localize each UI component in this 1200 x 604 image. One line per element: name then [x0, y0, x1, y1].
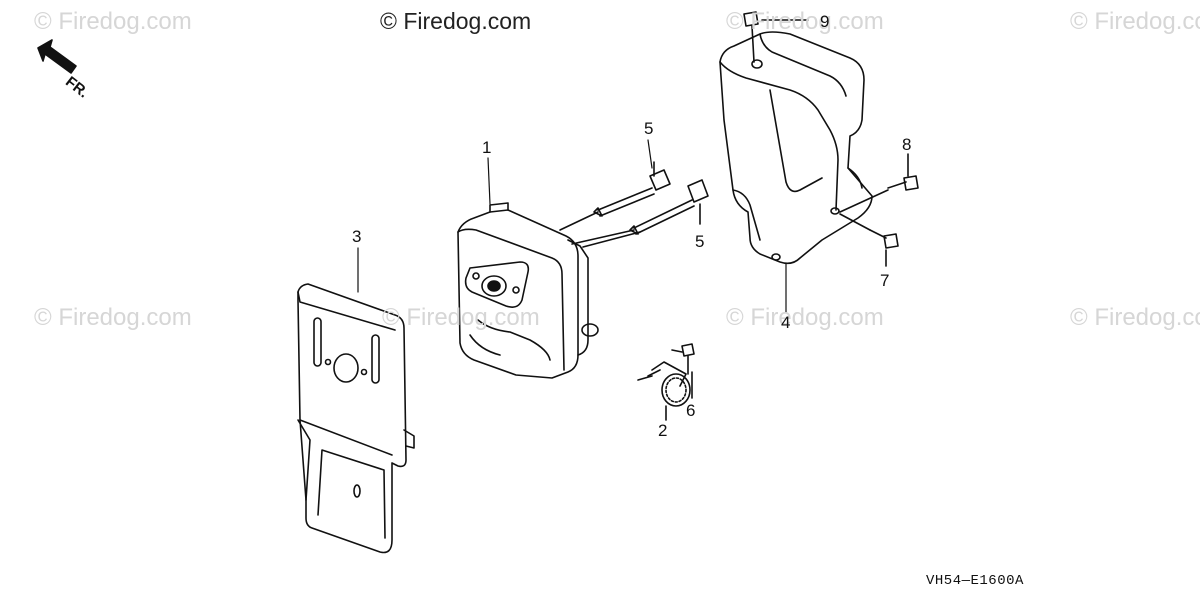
watermark-faint: © Firedog.com — [1070, 304, 1200, 331]
callout-2: 2 — [658, 421, 668, 440]
part-7-bolt — [839, 213, 899, 267]
part-9-bolt — [743, 11, 809, 63]
watermark-main: © Firedog.com — [380, 8, 532, 34]
callout-6: 6 — [686, 401, 696, 420]
part-5-bolt-upper — [593, 161, 671, 217]
watermark-faint: © Firedog.com — [34, 304, 192, 331]
part-6-screw — [671, 343, 695, 399]
part-8-bolt — [839, 153, 919, 213]
part-2-spark-arrester — [637, 361, 691, 421]
watermark-faint: © Firedog.com — [726, 304, 884, 331]
callout-3: 3 — [352, 227, 362, 246]
callout-9: 9 — [820, 12, 830, 31]
callout-1: 1 — [482, 138, 492, 157]
diagram-code: VH54—E1600A — [926, 573, 1024, 589]
callout-5-lower: 5 — [695, 232, 705, 251]
part-3-heat-shield — [297, 283, 415, 554]
watermark-faint: © Firedog.com — [34, 8, 192, 35]
watermark-faint: © Firedog.com — [382, 304, 540, 331]
watermark-faint: © Firedog.com — [726, 8, 884, 35]
part-5-bolt-lower — [629, 179, 709, 235]
callout-4: 4 — [781, 313, 791, 332]
part-1-muffler — [457, 202, 599, 379]
callout-5-upper: 5 — [644, 119, 654, 138]
part-4-muffler-protector — [719, 31, 873, 265]
front-direction-arrow-icon — [37, 39, 77, 74]
leader-lines — [357, 139, 787, 313]
watermark-faint: © Firedog.com — [1070, 8, 1200, 35]
callout-8: 8 — [902, 135, 912, 154]
callout-7: 7 — [880, 271, 890, 290]
